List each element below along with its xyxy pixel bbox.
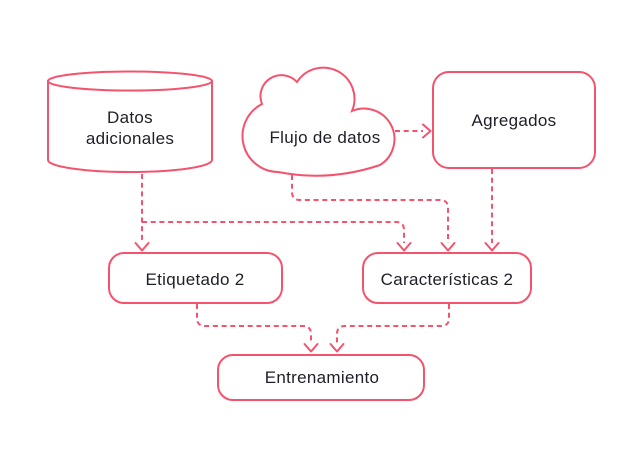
edge-line [291, 175, 449, 243]
edge-flujo-de-datos-to-agregados [395, 123, 432, 139]
node-datos-adicionales: Datos adicionales [47, 70, 213, 173]
cloud-shape [241, 66, 396, 177]
node-label: Etiquetado 2 [145, 270, 244, 289]
arrow-down-icon [134, 242, 150, 252]
node-flujo-de-datos: Flujo de datos [241, 66, 396, 177]
node-agregados: Agregados [432, 71, 596, 169]
node-entrenamiento: Entrenamiento [217, 354, 425, 401]
rounded-rect-shape [108, 252, 283, 304]
edge-datos-adicionales-to-etiquetado-2 [134, 174, 150, 252]
rounded-rect-shape [362, 252, 532, 304]
node-etiquetado-2: Etiquetado 2 [108, 252, 283, 304]
node-label: Características 2 [381, 270, 514, 289]
arrow-down-icon [303, 343, 319, 353]
edge-etiquetado-2-to-entrenamiento [196, 304, 319, 353]
arrow-down-icon [329, 343, 345, 353]
edge-line [336, 304, 450, 344]
edge-flujo-de-datos-to-caracteristicas-2 [291, 175, 456, 252]
node-label: Entrenamiento [265, 368, 379, 387]
edge-line [142, 221, 405, 243]
node-label: Agregados [472, 111, 557, 130]
arrow-down-icon [396, 242, 412, 252]
edge-line [196, 304, 312, 344]
node-label: adicionales [86, 129, 174, 148]
cylinder-shape [47, 81, 213, 173]
arrow-down-icon [484, 242, 500, 252]
arrow-right-icon [422, 123, 432, 139]
node-label: Flujo de datos [270, 128, 381, 147]
edge-datos-adicionales-to-caracteristicas-2 [142, 221, 412, 252]
arrow-down-icon [440, 242, 456, 252]
edge-caracteristicas-2-to-entrenamiento [329, 304, 450, 353]
rounded-rect-shape [217, 354, 425, 401]
node-label: Datos [107, 108, 153, 127]
node-caracteristicas-2: Características 2 [362, 252, 532, 304]
rounded-rect-shape [432, 71, 596, 169]
edge-agregados-to-caracteristicas-2 [484, 169, 500, 252]
cylinder-top-ellipse [47, 70, 213, 92]
